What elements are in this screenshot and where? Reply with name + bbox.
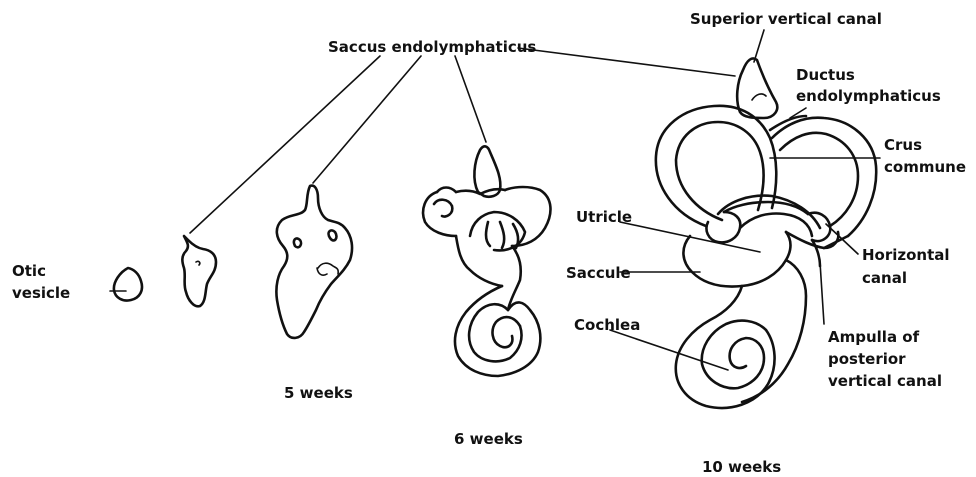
label-crus-2: commune <box>884 158 966 176</box>
label-ductus-1: Ductus <box>796 66 855 84</box>
label-otic-1: Otic <box>12 262 46 280</box>
label-horizontal-2: canal <box>862 269 907 287</box>
week5-drawing <box>276 186 352 338</box>
label-cochlea: Cochlea <box>574 316 640 334</box>
otic-vesicle-drawing <box>114 268 142 301</box>
early-vesicle-drawing <box>182 236 216 306</box>
stage-label-5-weeks: 5 weeks <box>284 384 353 402</box>
stage-label-10-weeks: 10 weeks <box>702 458 781 476</box>
label-utricle: Utricle <box>576 208 632 226</box>
label-ampulla-1: Ampulla of <box>828 328 920 346</box>
label-saccus: Saccus endolymphaticus <box>328 38 536 56</box>
label-otic-2: vesicle <box>12 284 70 302</box>
label-ductus-2: endolymphaticus <box>796 87 941 105</box>
week6-drawing <box>423 146 550 376</box>
label-ampulla-2: posterior <box>828 350 906 368</box>
label-saccule: Saccule <box>566 264 631 282</box>
label-ampulla-3: vertical canal <box>828 372 942 390</box>
label-horizontal-1: Horizontal <box>862 246 950 264</box>
stage-label-6-weeks: 6 weeks <box>454 430 523 448</box>
label-crus-1: Crus <box>884 136 922 154</box>
label-superior-canal: Superior vertical canal <box>690 10 882 28</box>
